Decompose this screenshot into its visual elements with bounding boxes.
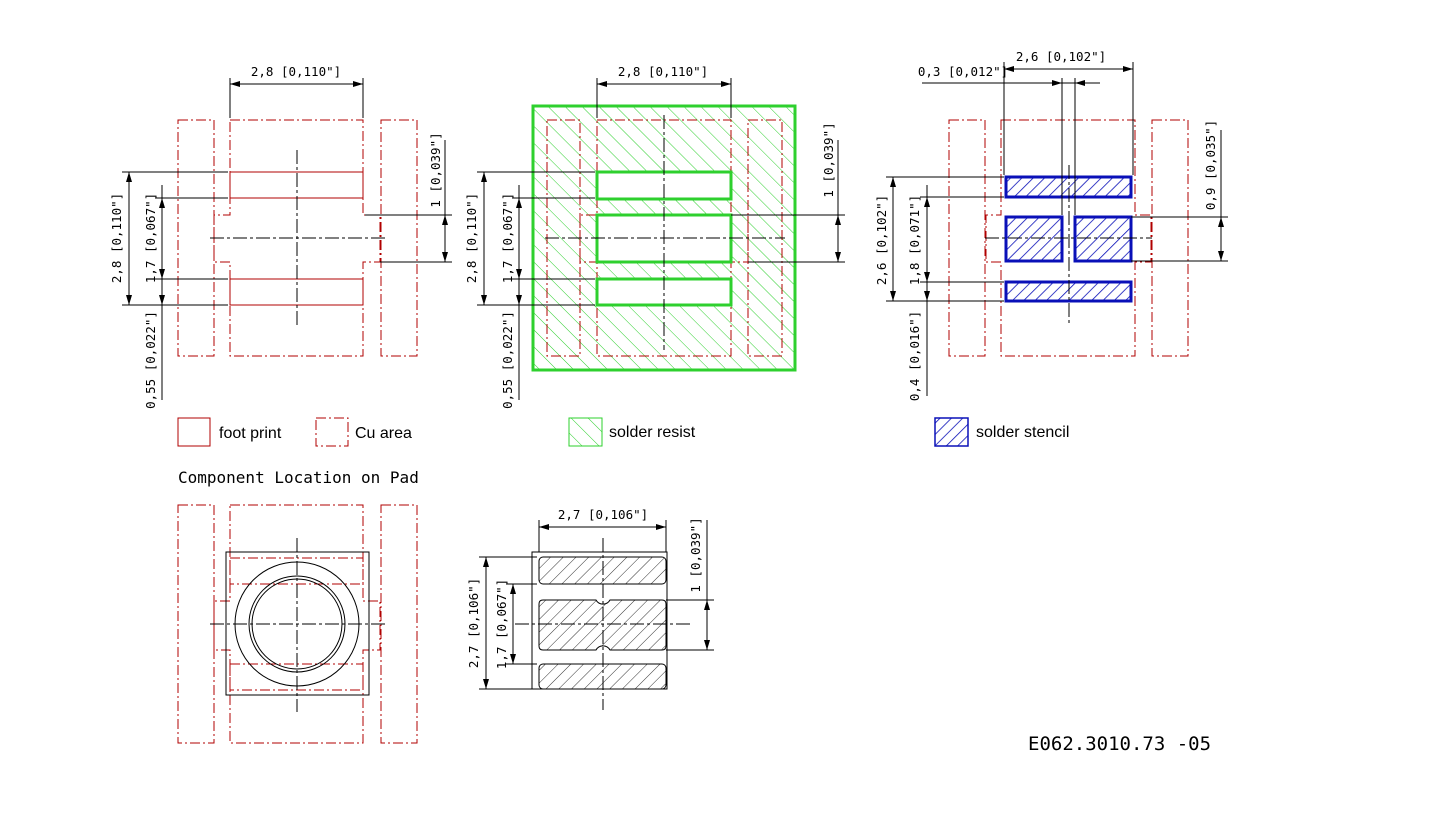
dim-right-label: 1 [0,039"] bbox=[821, 122, 836, 197]
solder-stencil-view: 2,6 [0,102"] 0,3 [0,012"] 2,6 [0,102"] 1… bbox=[874, 49, 1228, 401]
dim-pitch-label: 1,8 [0,071"] bbox=[907, 195, 922, 285]
component-pad-view: 2,7 [0,106"] 2,7 [0,106"] 1,7 [0,067"] 1… bbox=[466, 507, 714, 710]
legend-cu-swatch bbox=[315, 417, 349, 447]
dim-width-label: 2,8 [0,110"] bbox=[251, 64, 341, 79]
legend-cu-label: Cu area bbox=[355, 425, 412, 442]
dim-pitch-label: 1,7 [0,067"] bbox=[500, 193, 515, 283]
dim-right-label: 1 [0,039"] bbox=[688, 517, 703, 592]
dim-height-label: 2,6 [0,102"] bbox=[874, 195, 889, 285]
footprint-view: 2,8 [0,110"] 2,8 [0,110"] 1,7 [0,067"] 0… bbox=[109, 64, 452, 409]
dim-pitch-label: 1,7 [0,067"] bbox=[494, 579, 509, 669]
legend-stencil-label: solder stencil bbox=[976, 424, 1069, 441]
dim-pitch-label: 1,7 [0,067"] bbox=[143, 193, 158, 283]
solder-resist-view: 2,8 [0,110"] 2,8 [0,110"] 1,7 [0,067"] 0… bbox=[464, 64, 845, 409]
dim-width-label: 2,6 [0,102"] bbox=[1016, 49, 1106, 64]
legend-resist-label: solder resist bbox=[609, 424, 696, 441]
dim-right-label: 0,9 [0,035"] bbox=[1203, 120, 1218, 210]
dim-stencil-gap-label: 0,3 [0,012"] bbox=[918, 64, 1008, 79]
dim-width-label: 2,8 [0,110"] bbox=[618, 64, 708, 79]
dim-height-label: 2,7 [0,106"] bbox=[466, 578, 481, 668]
document-number: E062.3010.73 -05 bbox=[1028, 733, 1211, 755]
component-location-view bbox=[177, 504, 418, 744]
legend-stencil-swatch bbox=[934, 417, 969, 447]
dim-height-label: 2,8 [0,110"] bbox=[464, 193, 479, 283]
section-title: Component Location on Pad bbox=[178, 468, 419, 487]
legend-footprint-label: foot print bbox=[219, 425, 282, 442]
dim-gap-label: 0,4 [0,016"] bbox=[907, 311, 922, 401]
dim-right-label: 1 [0,039"] bbox=[428, 132, 443, 207]
legend: foot print Cu area solder resist solder … bbox=[177, 417, 1069, 447]
dim-gap-label: 0,55 [0,022"] bbox=[143, 311, 158, 409]
dim-width-label: 2,7 [0,106"] bbox=[558, 507, 648, 522]
legend-resist-swatch bbox=[568, 417, 603, 447]
legend-footprint-swatch bbox=[177, 417, 211, 447]
dim-height-label: 2,8 [0,110"] bbox=[109, 193, 124, 283]
dim-gap-label: 0,55 [0,022"] bbox=[500, 311, 515, 409]
